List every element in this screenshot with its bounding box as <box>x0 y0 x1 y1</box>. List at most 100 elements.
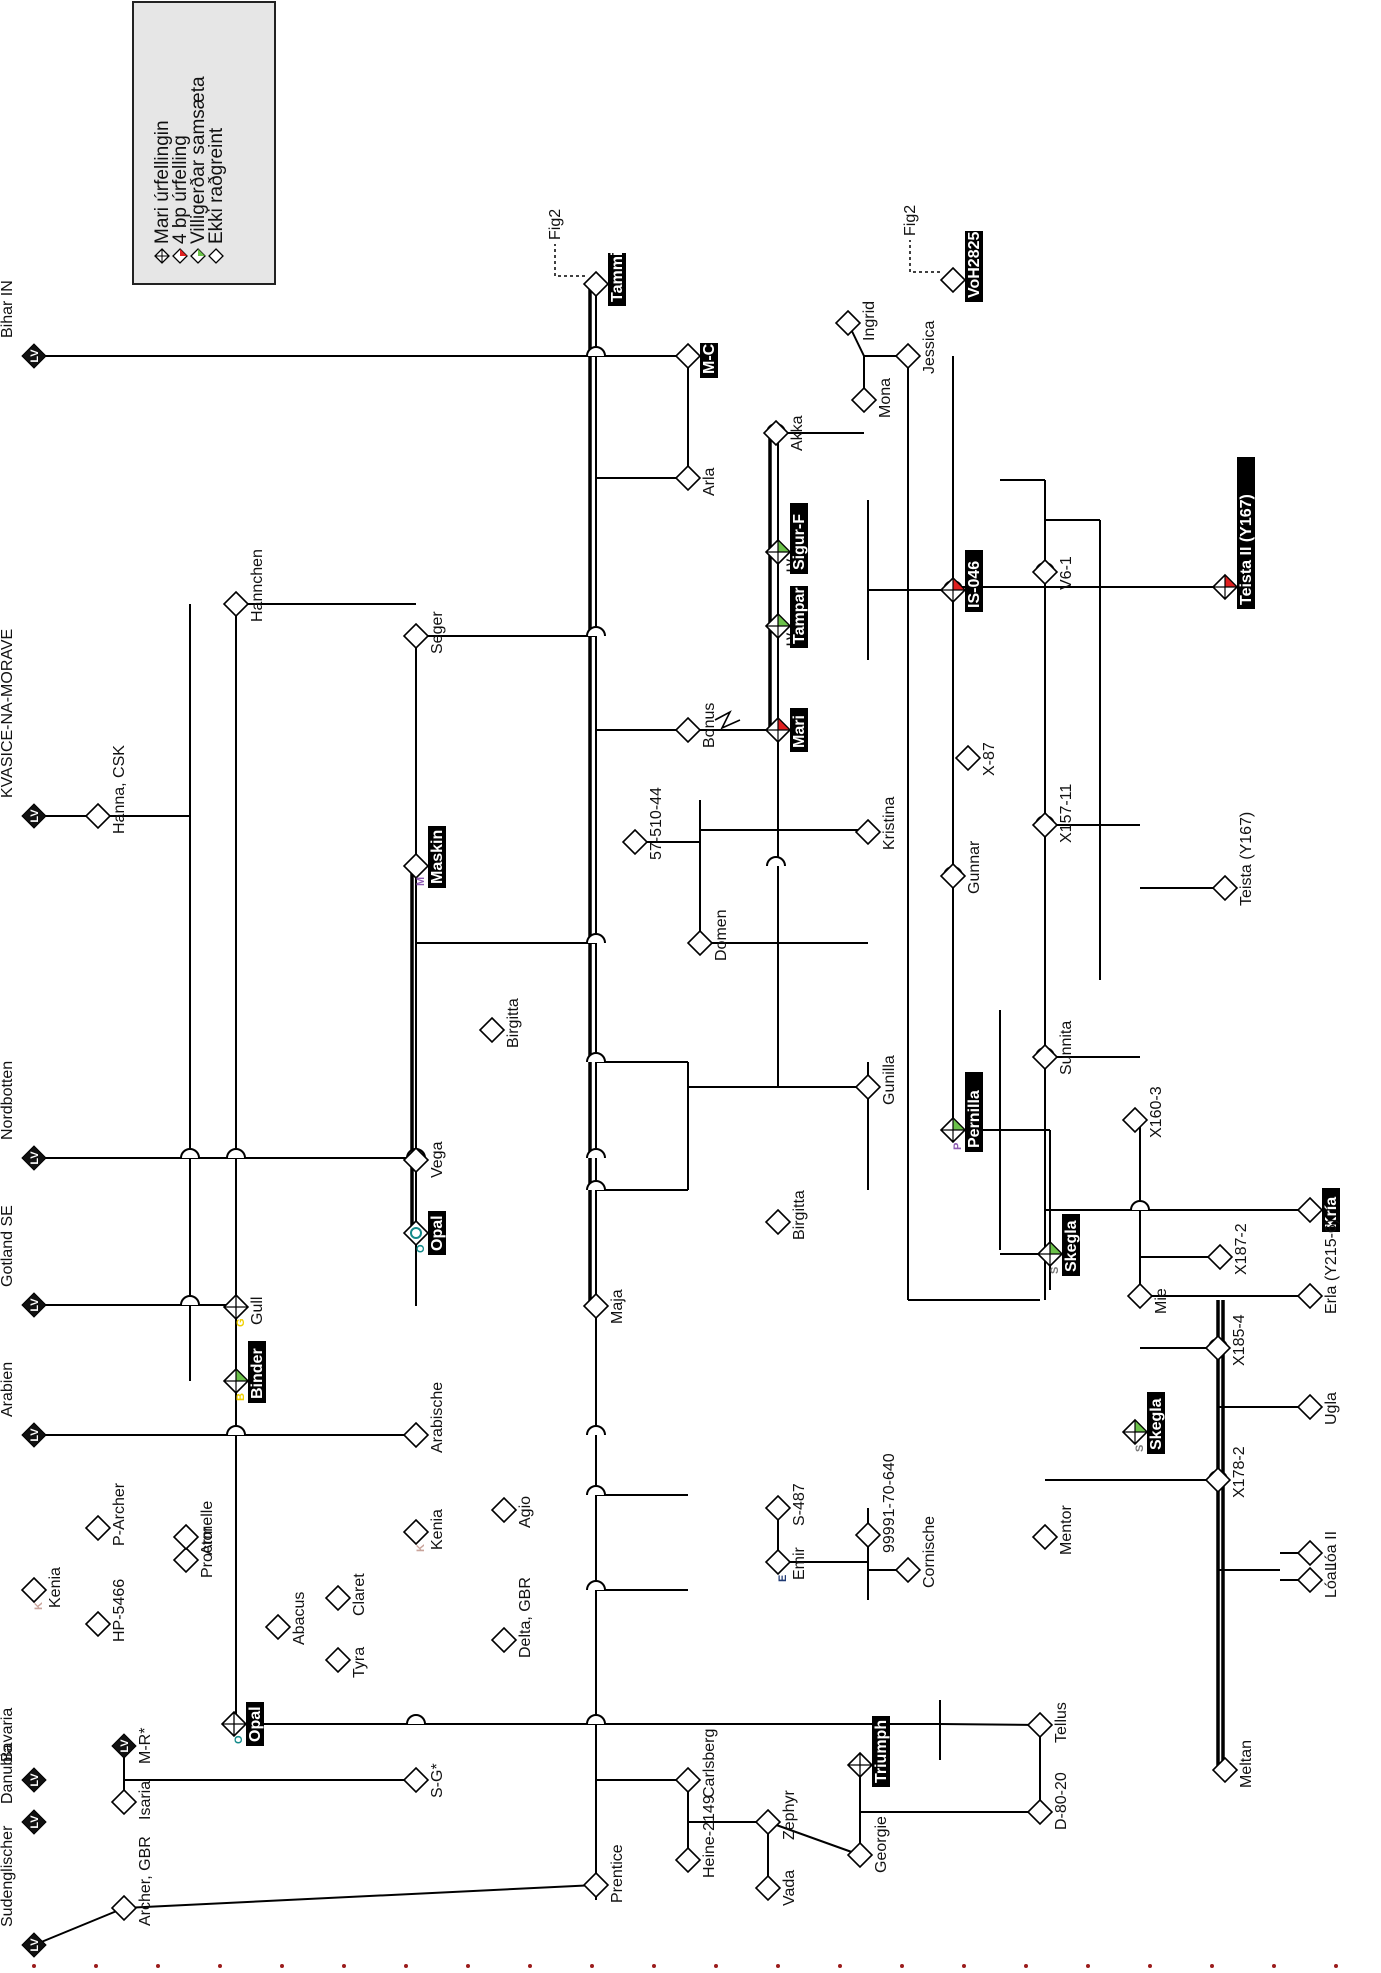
pedigree-node[interactable]: Vega <box>402 1141 446 1178</box>
pedigree-node[interactable]: Claret <box>324 1573 368 1616</box>
pedigree-node[interactable]: LVSigur-F <box>764 503 808 574</box>
pedigree-node[interactable]: Birgitta <box>764 1190 808 1240</box>
pedigree-node[interactable]: Arabische <box>402 1382 446 1453</box>
pedigree-node[interactable]: Triumph <box>846 1716 890 1787</box>
pedigree-node[interactable]: Ingrid <box>834 301 878 341</box>
pedigree-node[interactable]: Heine-2149 <box>674 1795 718 1878</box>
pedigree-node[interactable]: X160-3 <box>1121 1086 1165 1138</box>
pedigree-node[interactable]: Mona <box>850 378 894 418</box>
pedigree-node[interactable]: M-C <box>674 342 718 378</box>
pedigree-node[interactable]: Cornische <box>894 1516 938 1588</box>
pedigree-node[interactable]: Mentor <box>1031 1505 1075 1555</box>
pedigree-node[interactable]: Maja <box>582 1289 626 1324</box>
pedigree-node[interactable]: Meltan <box>1211 1740 1255 1788</box>
pedigree-node[interactable]: X-87 <box>954 742 998 776</box>
pedigree-node[interactable]: Tammi <box>582 252 626 306</box>
pedigree-node[interactable]: S-G* <box>402 1763 446 1798</box>
lv-mark: LV <box>29 1428 41 1442</box>
node-label: X187-2 <box>1233 1223 1250 1275</box>
pedigree-node[interactable]: 57-510-44 <box>621 787 665 860</box>
pedigree-node[interactable]: V6-1 <box>1031 556 1075 590</box>
pedigree-node[interactable]: HP-5466 <box>84 1579 128 1642</box>
pedigree-node[interactable]: VoH2825 <box>939 231 983 302</box>
pedigree-node[interactable]: Mie <box>1126 1282 1170 1314</box>
fig-ref-label[interactable]: Fig2 <box>902 205 919 236</box>
pedigree-node[interactable]: Seger <box>402 611 446 654</box>
pedigree-node[interactable]: Delta, GBR <box>490 1577 534 1658</box>
pedigree-node[interactable]: Kría <box>1296 1188 1340 1232</box>
red-allele-mark <box>1224 573 1239 588</box>
pedigree-node[interactable]: Georgie <box>846 1816 890 1873</box>
pedigree-node[interactable]: Gunnar <box>939 840 983 894</box>
pedigree-node[interactable]: Ugla <box>1296 1392 1340 1425</box>
pedigree-node[interactable]: Bonus <box>674 703 718 748</box>
pedigree-node[interactable]: X185-4 <box>1204 1314 1248 1366</box>
pedigree-node[interactable]: X187-2 <box>1206 1223 1250 1275</box>
pedigree-node[interactable]: 99991-70-640 <box>854 1453 898 1553</box>
pedigree-node[interactable]: Abacus <box>264 1592 308 1645</box>
node-diamond <box>478 1016 506 1044</box>
pedigree-node[interactable]: Domen <box>686 909 730 961</box>
pedigree-node[interactable]: Isaria <box>110 1781 154 1820</box>
pedigree-node[interactable]: Armelle <box>172 1501 216 1555</box>
pedigree-node[interactable]: Teista II (Y167) <box>1211 457 1255 609</box>
pedigree-node[interactable]: Tellus <box>1026 1702 1070 1743</box>
pedigree-node[interactable]: D-80-20 <box>1026 1772 1070 1830</box>
pedigree-node[interactable]: Kristina <box>854 797 898 850</box>
pedigree-node[interactable]: Archer, GBR <box>110 1836 154 1926</box>
pedigree-node[interactable]: Tyra <box>324 1647 368 1678</box>
pedigree-node[interactable]: Hannchen <box>222 549 266 622</box>
pedigree-node[interactable]: Hanna, CSK <box>84 745 128 834</box>
pedigree-node[interactable]: Vada <box>754 1870 798 1906</box>
border-dot <box>1272 1964 1276 1968</box>
pedigree-node[interactable]: X157-11 <box>1031 784 1075 843</box>
pedigree-node[interactable]: IS-046 <box>939 550 983 612</box>
pedigree-node[interactable]: LVTampar <box>764 586 808 648</box>
line-hop <box>586 1180 606 1191</box>
pedigree-node[interactable]: Arla <box>674 464 718 496</box>
pedigree-node[interactable]: Carlsberg <box>674 1729 718 1798</box>
node-tag: K <box>415 1544 427 1552</box>
pedigree-node[interactable]: P-Archer <box>84 1482 128 1546</box>
fig-ref-label[interactable]: Fig2 <box>547 209 564 240</box>
pedigree-node[interactable]: Lóa II <box>1296 1531 1340 1571</box>
lv-diamond <box>21 1809 47 1835</box>
pedigree-node[interactable]: Jessica <box>894 321 938 374</box>
pedigree-node[interactable]: S-487 <box>764 1483 808 1526</box>
pedigree-node[interactable]: Birgitta <box>478 998 522 1048</box>
pedigree-node[interactable]: Akka <box>762 415 806 451</box>
pedigree-node[interactable]: Prentice <box>582 1844 626 1903</box>
pedigree-node[interactable]: Mari <box>764 708 808 752</box>
node-label: VoH2825 <box>966 231 983 298</box>
pedigree-node[interactable]: Lóa I <box>1296 1562 1340 1598</box>
pedigree-node[interactable]: Gunilla <box>854 1055 898 1105</box>
pedigree-node[interactable]: Sunnita <box>1031 1021 1075 1075</box>
pedigree-node[interactable]: Zephyr <box>754 1790 798 1840</box>
pedigree-node[interactable]: Agio <box>490 1496 534 1528</box>
pedigree-node[interactable]: Erla (Y215-6) <box>1296 1219 1340 1314</box>
pedigree-node[interactable]: Proctor <box>172 1526 216 1578</box>
pedigree-node[interactable]: Teista (Y167) <box>1211 812 1255 906</box>
pedigree-node[interactable]: X178-2 <box>1204 1446 1248 1498</box>
